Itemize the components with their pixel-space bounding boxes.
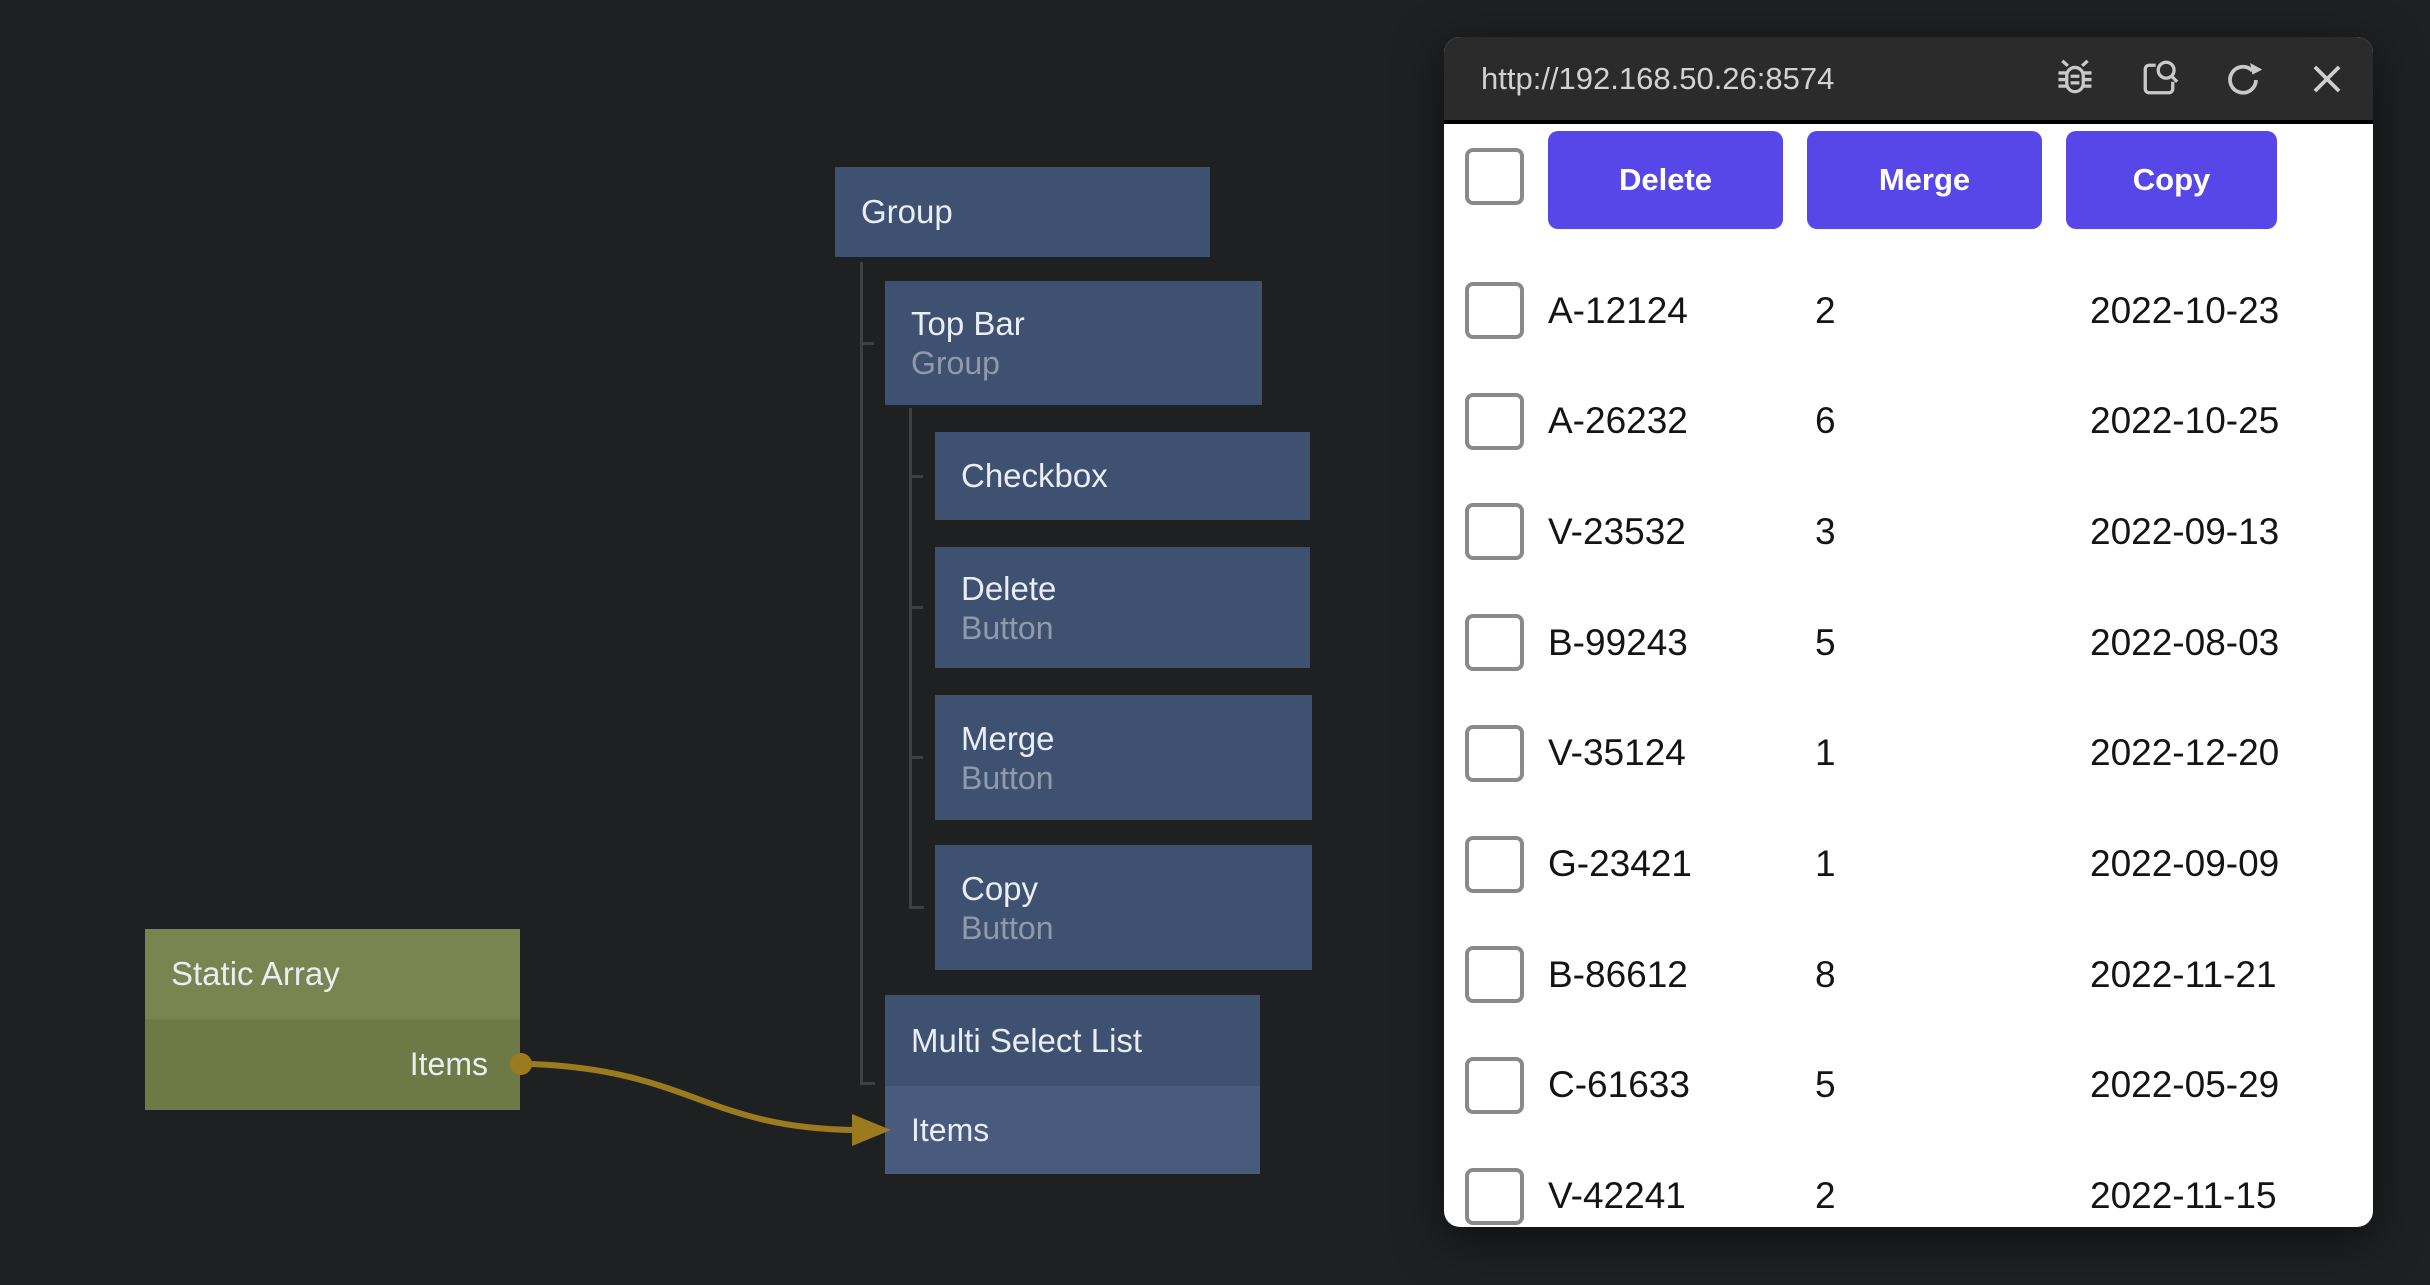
row-date: 2022-05-29 xyxy=(2090,1064,2280,1106)
url-text: http://192.168.50.26:8574 xyxy=(1481,60,1835,96)
row-quantity: 5 xyxy=(1815,621,1836,663)
node-title: Copy xyxy=(961,869,1039,907)
row-date: 2022-09-09 xyxy=(2090,843,2280,884)
row-id: V-42241 xyxy=(1548,1175,1686,1217)
static-array-items-port[interactable]: Items xyxy=(145,1019,520,1110)
row-id: B-99243 xyxy=(1548,621,1688,663)
table-row: V-23532 3 2022-09-13 xyxy=(1444,476,2373,587)
node-title: Checkbox xyxy=(961,457,1108,494)
node-subtitle: Button xyxy=(961,909,1054,946)
node-title: Top Bar xyxy=(911,305,1025,342)
table-row: C-61633 5 2022-05-29 xyxy=(1444,1030,2373,1141)
row-checkbox[interactable] xyxy=(1465,282,1524,339)
table-row: A-26232 6 2022-10-25 xyxy=(1444,366,2373,477)
row-id: V-35124 xyxy=(1548,732,1686,774)
row-date: 2022-10-23 xyxy=(2090,289,2280,331)
tree-elbow-merge xyxy=(909,756,923,759)
table-row: V-42241 2 2022-11-15 xyxy=(1444,1141,2373,1227)
table-row: B-99243 5 2022-08-03 xyxy=(1444,587,2373,698)
table-row: B-86612 8 2022-11-21 xyxy=(1444,919,2373,1030)
copy-button[interactable]: Copy xyxy=(2066,131,2277,229)
row-id: C-61633 xyxy=(1548,1064,1690,1106)
row-checkbox[interactable] xyxy=(1465,503,1524,561)
row-checkbox[interactable] xyxy=(1465,724,1524,782)
tree-node-checkbox[interactable]: Checkbox xyxy=(935,432,1310,520)
select-all-checkbox[interactable] xyxy=(1465,148,1524,205)
tree-node-merge[interactable]: Merge Button xyxy=(935,695,1312,820)
row-id: A-26232 xyxy=(1548,400,1688,442)
row-id: A-12124 xyxy=(1548,289,1688,331)
preview-titlebar: http://192.168.50.26:8574 xyxy=(1444,37,2373,124)
node-subtitle: Button xyxy=(961,609,1054,646)
node-subtitle: Button xyxy=(961,759,1054,796)
tree-elbow-topbar xyxy=(860,342,874,345)
table-row: G-23421 1 2022-09-09 xyxy=(1444,809,2373,920)
row-quantity: 1 xyxy=(1815,843,1836,884)
tree-node-top-bar[interactable]: Top Bar Group xyxy=(885,281,1262,405)
tree-node-multi-select-list[interactable]: Multi Select List xyxy=(885,995,1260,1086)
row-date: 2022-12-20 xyxy=(2090,732,2280,774)
tree-elbow-checkbox xyxy=(909,475,923,478)
tree-trunk-topbar-children xyxy=(909,408,912,909)
debug-icon[interactable] xyxy=(2053,57,2097,101)
port-label: Items xyxy=(911,1111,990,1148)
tree-node-static-array[interactable]: Static Array xyxy=(145,929,520,1019)
table-row: V-35124 1 2022-12-20 xyxy=(1444,698,2373,809)
tree-elbow-multiselect xyxy=(860,1082,875,1085)
row-date: 2022-11-21 xyxy=(2090,953,2277,995)
tree-node-delete[interactable]: Delete Button xyxy=(935,547,1310,668)
multi-select-items-port[interactable]: Items xyxy=(885,1086,1260,1174)
row-quantity: 2 xyxy=(1815,289,1836,331)
row-quantity: 2 xyxy=(1815,1175,1836,1217)
row-checkbox[interactable] xyxy=(1465,614,1524,672)
tree-node-copy[interactable]: Copy Button xyxy=(935,845,1312,970)
row-checkbox[interactable] xyxy=(1465,1167,1524,1225)
row-quantity: 1 xyxy=(1815,732,1836,774)
row-date: 2022-09-13 xyxy=(2090,510,2280,552)
node-subtitle: Group xyxy=(911,345,1000,381)
refresh-icon[interactable] xyxy=(2221,57,2265,101)
node-title: Multi Select List xyxy=(911,1021,1143,1059)
tree-elbow-delete xyxy=(909,606,923,609)
row-quantity: 3 xyxy=(1815,510,1836,552)
preview-window: http://192.168.50.26:8574 xyxy=(1444,37,2373,1227)
find-in-page-icon[interactable] xyxy=(2137,57,2181,101)
row-id: B-86612 xyxy=(1548,953,1688,995)
row-checkbox[interactable] xyxy=(1465,946,1524,1004)
row-id: V-23532 xyxy=(1548,510,1686,552)
node-title: Merge xyxy=(961,719,1055,757)
node-title: Group xyxy=(861,193,953,230)
row-date: 2022-11-15 xyxy=(2090,1175,2277,1217)
merge-button[interactable]: Merge xyxy=(1807,131,2042,229)
tree-node-group[interactable]: Group xyxy=(835,167,1210,257)
row-quantity: 6 xyxy=(1815,400,1836,442)
node-title: Delete xyxy=(961,569,1057,607)
port-label: Items xyxy=(409,1046,488,1082)
delete-button[interactable]: Delete xyxy=(1548,131,1783,229)
close-icon[interactable] xyxy=(2305,57,2349,101)
row-quantity: 8 xyxy=(1815,953,1836,995)
row-date: 2022-10-25 xyxy=(2090,400,2280,442)
row-checkbox[interactable] xyxy=(1465,835,1524,893)
row-id: G-23421 xyxy=(1548,843,1692,884)
row-date: 2022-08-03 xyxy=(2090,621,2280,663)
tree-trunk-main xyxy=(860,262,863,1085)
row-quantity: 5 xyxy=(1815,1064,1836,1106)
row-checkbox[interactable] xyxy=(1465,392,1524,450)
table-row: A-12124 2 2022-10-23 xyxy=(1444,255,2373,366)
tree-elbow-copy xyxy=(909,906,924,909)
node-title: Static Array xyxy=(171,955,340,992)
row-checkbox[interactable] xyxy=(1465,1056,1524,1114)
